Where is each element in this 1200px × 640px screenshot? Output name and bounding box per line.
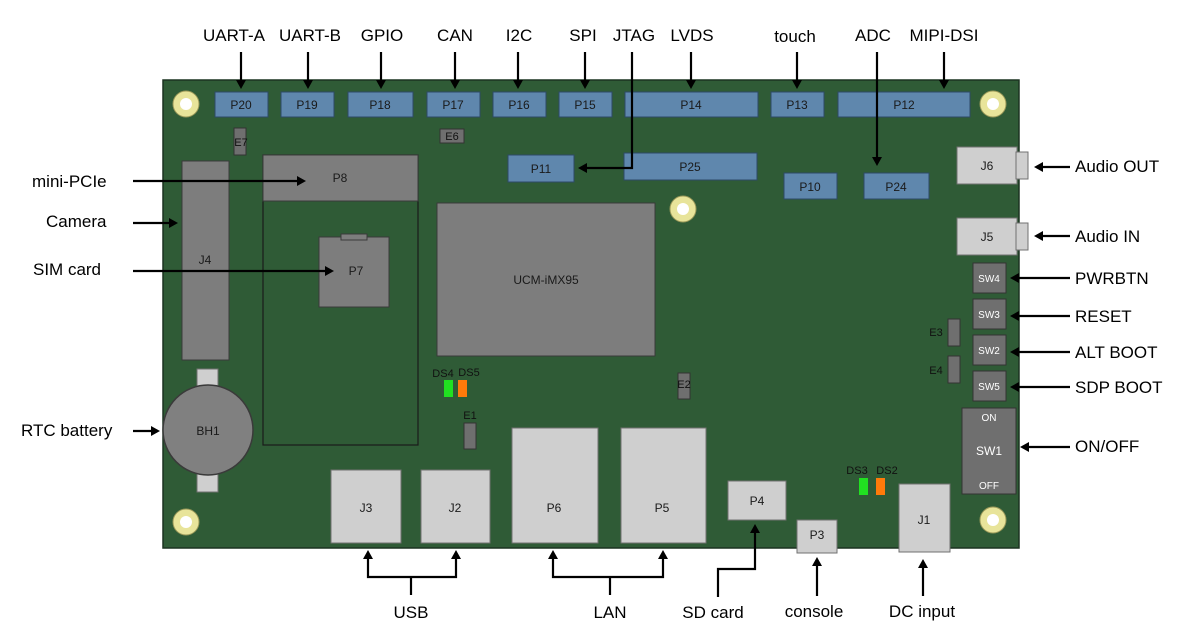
label-usb: USB	[394, 603, 429, 622]
connector-p5: P5	[655, 501, 670, 515]
switch-sw1: SW1	[976, 444, 1002, 458]
jumper-e2: E2	[677, 379, 690, 391]
jumper-e7: E7	[234, 137, 247, 149]
label-uart-b: UART-B	[279, 26, 341, 45]
connector-j1: J1	[918, 513, 931, 527]
left-labels: mini-PCIe Camera SIM card RTC battery	[21, 172, 113, 440]
header-p25: P25	[679, 160, 701, 174]
connector-p4: P4	[750, 494, 765, 508]
label-lan: LAN	[593, 603, 626, 622]
label-spi: SPI	[569, 26, 596, 45]
switch-sw1-off: OFF	[979, 481, 999, 492]
header-p20: P20	[230, 98, 252, 112]
led-ds5	[458, 380, 467, 397]
label-gpio: GPIO	[361, 26, 404, 45]
led-ds5-label: DS5	[458, 367, 479, 379]
connector-p7: P7	[349, 264, 364, 278]
label-adc: ADC	[855, 26, 891, 45]
label-lvds: LVDS	[670, 26, 713, 45]
led-ds2-label: DS2	[876, 465, 897, 477]
audio-jack-j5: J5	[981, 230, 994, 244]
som-module	[436, 202, 656, 357]
bottom-labels: USB LAN SD card console DC input	[394, 602, 956, 622]
header-p18: P18	[369, 98, 391, 112]
led-ds2	[876, 478, 885, 495]
label-audio-in: Audio IN	[1075, 227, 1140, 246]
connector-j3: J3	[360, 501, 373, 515]
header-p17: P17	[442, 98, 464, 112]
label-dc-input: DC input	[889, 602, 955, 621]
header-p12: P12	[893, 98, 915, 112]
label-alt-boot: ALT BOOT	[1075, 343, 1158, 362]
connector-j4: J4	[199, 253, 212, 267]
label-pwrbtn: PWRBTN	[1075, 269, 1149, 288]
label-rtc-battery: RTC battery	[21, 421, 113, 440]
label-sd-card: SD card	[682, 603, 743, 622]
label-sdp-boot: SDP BOOT	[1075, 378, 1163, 397]
label-on-off: ON/OFF	[1075, 437, 1139, 456]
label-i2c: I2C	[506, 26, 532, 45]
jumper-e6: E6	[445, 131, 458, 143]
jumper-e3: E3	[929, 327, 942, 339]
label-console: console	[785, 602, 844, 621]
led-ds3-label: DS3	[846, 465, 867, 477]
label-audio-out: Audio OUT	[1075, 157, 1159, 176]
top-labels: UART-A UART-B GPIO CAN I2C SPI JTAG LVDS…	[203, 26, 979, 46]
label-camera: Camera	[46, 212, 107, 231]
header-p15: P15	[574, 98, 596, 112]
switch-sw1-on: ON	[982, 413, 997, 424]
label-jtag: JTAG	[613, 26, 655, 45]
header-p19: P19	[296, 98, 318, 112]
label-mini-pcie: mini-PCIe	[32, 172, 107, 191]
label-sim-card: SIM card	[33, 260, 101, 279]
jumper-e4: E4	[929, 365, 942, 377]
mounting-holes	[172, 90, 1007, 536]
label-can: CAN	[437, 26, 473, 45]
callout-arrows	[133, 52, 1070, 597]
connector-p6: P6	[547, 501, 562, 515]
connector-j2: J2	[449, 501, 462, 515]
label-touch: touch	[774, 27, 816, 46]
header-p13: P13	[786, 98, 808, 112]
header-p24: P24	[885, 180, 907, 194]
led-ds3	[859, 478, 868, 495]
connector-p3: P3	[810, 528, 825, 542]
header-p11: P11	[531, 162, 552, 176]
label-mipi-dsi: MIPI-DSI	[910, 26, 979, 45]
led-ds4-label: DS4	[432, 368, 453, 380]
header-p16: P16	[508, 98, 530, 112]
jumper-e1: E1	[463, 410, 476, 422]
led-ds4	[444, 380, 453, 397]
header-p10: P10	[799, 180, 821, 194]
label-reset: RESET	[1075, 307, 1132, 326]
label-uart-a: UART-A	[203, 26, 266, 45]
som-label: UCM-iMX95	[513, 273, 579, 287]
connector-p8: P8	[333, 171, 348, 185]
switch-sw5: SW5	[978, 382, 1000, 393]
header-p14: P14	[680, 98, 702, 112]
switch-sw4: SW4	[978, 274, 1000, 285]
switch-sw2: SW2	[978, 346, 1000, 357]
switch-sw3: SW3	[978, 310, 1000, 321]
audio-jack-j6: J6	[981, 159, 994, 173]
jumpers: E7 E6 E2 E1 E3 E4	[233, 127, 961, 450]
top-headers: P20 P19 P18 P17 P16 P15 P14 P13 P12	[214, 91, 971, 118]
rtc-battery-holder	[162, 384, 254, 476]
battery-bh1: BH1	[196, 424, 220, 438]
right-labels: Audio OUT Audio IN PWRBTN RESET ALT BOOT…	[1075, 157, 1163, 456]
